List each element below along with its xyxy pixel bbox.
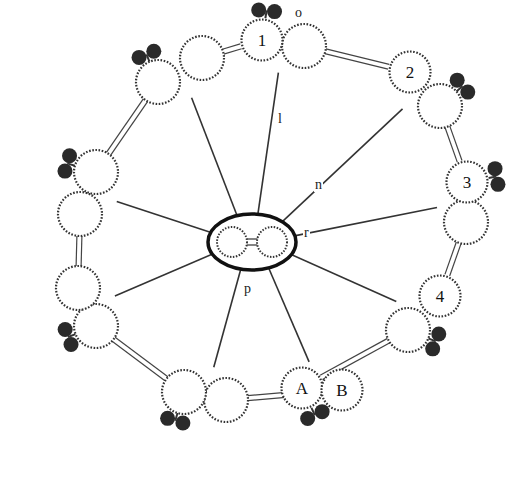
core-bond: [246, 244, 258, 245]
ring-unit: [74, 150, 118, 194]
atom-bond: [456, 86, 462, 91]
bond-line: [450, 244, 461, 276]
ring-circles: [56, 24, 488, 422]
ring-unit: [56, 266, 100, 310]
ring-unit: B: [320, 368, 364, 412]
unit-label: 4: [436, 288, 445, 305]
spoke-line: [214, 269, 241, 368]
oxygen-atom: [58, 322, 73, 337]
bond-line: [111, 102, 148, 156]
ring-unit: [444, 200, 488, 244]
oxygen-atom: [267, 4, 282, 19]
atom-bond: [311, 408, 314, 415]
ring-unit: [162, 370, 206, 414]
unit-circle: [242, 20, 283, 61]
bond-line: [326, 49, 389, 65]
oxygen-atom: [300, 411, 315, 426]
bond-line: [450, 126, 462, 161]
unit-label: B: [336, 382, 347, 399]
oxygen-atom: [490, 177, 505, 192]
ring-unit: A: [280, 366, 324, 410]
atom-bond: [489, 177, 497, 178]
oxygen-atoms: [57, 3, 505, 431]
ring-unit: [58, 192, 102, 236]
core-bond: [246, 238, 258, 239]
ring-unit: 3: [445, 160, 489, 204]
oxygen-atom: [62, 148, 77, 163]
central-pair: [208, 214, 296, 270]
atom-label: l: [277, 112, 283, 126]
spoke-line: [192, 98, 238, 216]
bond-line: [115, 337, 168, 377]
ring-unit: [136, 60, 180, 104]
bond-line: [224, 49, 242, 54]
core-ellipse: [208, 214, 296, 270]
oxygen-atom: [160, 411, 175, 426]
atom-bond: [428, 338, 435, 341]
oxygen-atom: [431, 327, 446, 342]
bond-line: [320, 338, 387, 375]
atom-bond: [265, 10, 266, 18]
oxygen-atom: [425, 341, 440, 356]
atom-label: r: [303, 226, 310, 240]
oxygen-atom: [488, 161, 503, 176]
spoke-line: [258, 73, 279, 215]
unit-label: 1: [258, 32, 267, 49]
unit-label: A: [296, 380, 308, 397]
oxygen-atom: [57, 164, 72, 179]
core-unit: [217, 227, 247, 257]
spoke-line: [117, 202, 216, 234]
ring-unit: [418, 84, 462, 128]
core-unit: [257, 227, 287, 257]
ring-unit: 2: [388, 50, 432, 94]
atom-label: o: [294, 6, 303, 20]
spoke-line: [287, 253, 396, 302]
unit-label: 3: [463, 174, 472, 191]
oxygen-atom: [315, 404, 330, 419]
unit-circle: [420, 276, 461, 317]
double-bonds: [76, 44, 462, 401]
oxygen-atom: [132, 50, 147, 65]
ring-unit: 4: [418, 274, 462, 318]
unit-circle: [322, 370, 363, 411]
spoke-line: [115, 252, 217, 296]
spoke-line: [280, 109, 402, 224]
ring-unit: [74, 304, 118, 348]
atom-bond: [67, 163, 75, 165]
bond-line: [445, 128, 457, 163]
unit-circle: [447, 162, 488, 203]
bond-line: [80, 236, 82, 266]
oxygen-atom: [450, 73, 465, 88]
ring-unit: [180, 36, 224, 80]
ring-unit: [282, 24, 326, 68]
bond-line: [222, 44, 240, 49]
bond-line: [445, 242, 456, 274]
spoke-line: [268, 267, 309, 362]
atom-bond: [146, 54, 149, 61]
bond-line: [75, 236, 77, 266]
unit-circle: [390, 52, 431, 93]
spoke-lines: [115, 73, 437, 368]
oxygen-atom: [64, 337, 79, 352]
unit-circle: [282, 368, 323, 409]
atom-label: n: [314, 178, 323, 192]
bond-line: [112, 341, 165, 381]
oxygen-atom: [146, 44, 161, 59]
ring-unit: [386, 308, 430, 352]
atom-bond: [175, 413, 177, 421]
atom-bond: [68, 334, 75, 337]
unit-label: 2: [406, 64, 415, 81]
bond-line: [106, 99, 143, 153]
atom-label: p: [243, 282, 252, 296]
spoke-line: [289, 207, 437, 236]
ring-unit: [204, 378, 248, 422]
oxygen-atom: [175, 416, 190, 431]
ring-unit: 1: [240, 18, 284, 62]
oxygen-atom: [251, 3, 266, 18]
